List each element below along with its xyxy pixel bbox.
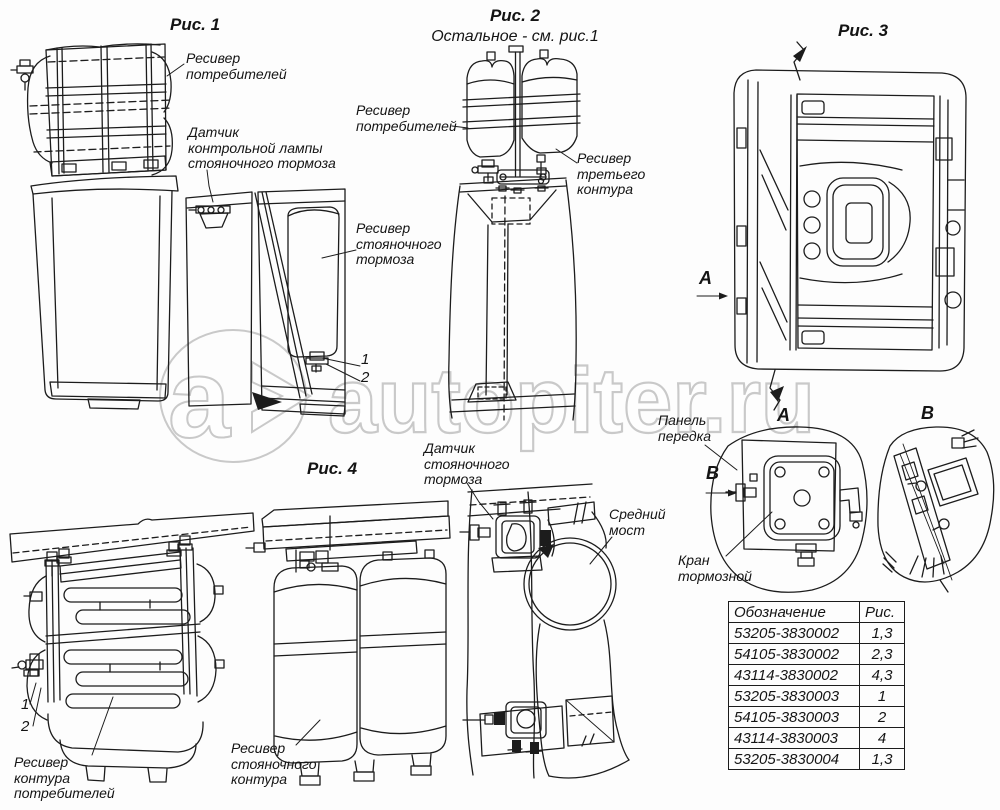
table-header-designation: Обозначение — [728, 601, 860, 623]
receiver-consumers-label-fig1: Ресивер потребителей — [186, 50, 287, 82]
view-a-letter: А — [699, 268, 712, 288]
parts-table: Обозначение Рис. 53205-3830002 1,3 54105… — [728, 601, 905, 770]
part-fig: 4,3 — [859, 664, 905, 686]
part-code: 53205-3830004 — [728, 748, 860, 770]
part-fig: 1,3 — [859, 748, 905, 770]
part-fig: 1 — [859, 685, 905, 707]
fig2-drawing — [448, 45, 581, 421]
detail-a-drawing — [710, 426, 868, 593]
callout-2-fig4: 2 — [21, 718, 30, 735]
part-code: 43114-3830003 — [728, 727, 860, 749]
fig2-caption-block: Рис. 2 Остальное - см. рис.1 — [392, 6, 638, 46]
part-code: 53205-3830002 — [728, 622, 860, 644]
parking-brake-receiver-label: Ресивер стояночного тормоза — [356, 220, 442, 267]
fig2-caption: Рис. 2 — [489, 6, 541, 25]
watermark: a autopiter.ru — [159, 329, 816, 463]
fig4-middle-drawing — [245, 500, 451, 786]
fig4-right-drawing — [459, 483, 630, 779]
table-row: 53205-3830004 1,3 — [728, 748, 905, 770]
callout-2-fig1: 2 — [361, 369, 370, 386]
fig1-fender-drawing — [30, 175, 179, 410]
fig1-caption: Рис. 1 — [170, 15, 221, 34]
watermark-chevron-icon — [251, 360, 312, 434]
parking-circuit-receiver-label: Ресивер стояночного контура — [231, 740, 317, 787]
part-fig: 2,3 — [859, 643, 905, 665]
consumers-circuit-receiver-label: Ресивер контура потребителей — [14, 754, 115, 801]
fig2-note: Остальное - см. рис.1 — [431, 28, 599, 45]
part-code: 54105-3830002 — [728, 643, 860, 665]
part-fig: 1,3 — [859, 622, 905, 644]
detail-b-drawing — [877, 426, 995, 593]
table-header-fig: Рис. — [859, 601, 905, 623]
detail-a-letter: А — [777, 405, 790, 425]
fig1-receiver-drawing — [10, 43, 173, 177]
callout-1-fig4: 1 — [21, 696, 30, 713]
fig1-panels-drawing — [185, 188, 346, 417]
table-row: 53205-3830003 1 — [728, 685, 905, 707]
table-header-row: Обозначение Рис. — [728, 601, 905, 623]
fig3-cab-drawing — [733, 41, 967, 411]
third-circuit-receiver-label: Ресивер третьего контура — [577, 150, 646, 197]
part-code: 54105-3830003 — [728, 706, 860, 728]
callout-1-fig1: 1 — [361, 351, 370, 368]
fig4-left-drawing — [9, 512, 255, 783]
front-panel-label: Панель передка — [658, 412, 712, 444]
part-code: 43114-3830002 — [728, 664, 860, 686]
table-row: 43114-3830002 4,3 — [728, 664, 905, 686]
watermark-text: autopiter.ru — [328, 350, 815, 452]
table-row: 54105-3830003 2 — [728, 706, 905, 728]
part-fig: 4 — [859, 727, 905, 749]
parking-brake-sensor-label: Датчик стояночного тормоза — [424, 440, 510, 487]
table-row: 43114-3830003 4 — [728, 727, 905, 749]
fig4-caption: Рис. 4 — [307, 459, 358, 478]
watermark-logo-letter: a — [168, 336, 231, 461]
fig3-caption: Рис. 3 — [838, 21, 889, 40]
view-b-letter: В — [706, 463, 719, 483]
leader-lines — [29, 63, 773, 756]
receiver-consumers-label-fig2: Ресивер потребителей — [356, 102, 457, 134]
table-row: 54105-3830002 2,3 — [728, 643, 905, 665]
detail-b-letter: В — [921, 403, 934, 423]
parking-brake-lamp-sensor-label: Датчик контрольной лампы стояночного тор… — [188, 124, 336, 171]
middle-axle-label: Средний мост — [609, 506, 666, 538]
brake-valve-label: Кран тормозной — [678, 552, 752, 584]
part-fig: 2 — [859, 706, 905, 728]
part-code: 53205-3830003 — [728, 685, 860, 707]
table-row: 53205-3830002 1,3 — [728, 622, 905, 644]
